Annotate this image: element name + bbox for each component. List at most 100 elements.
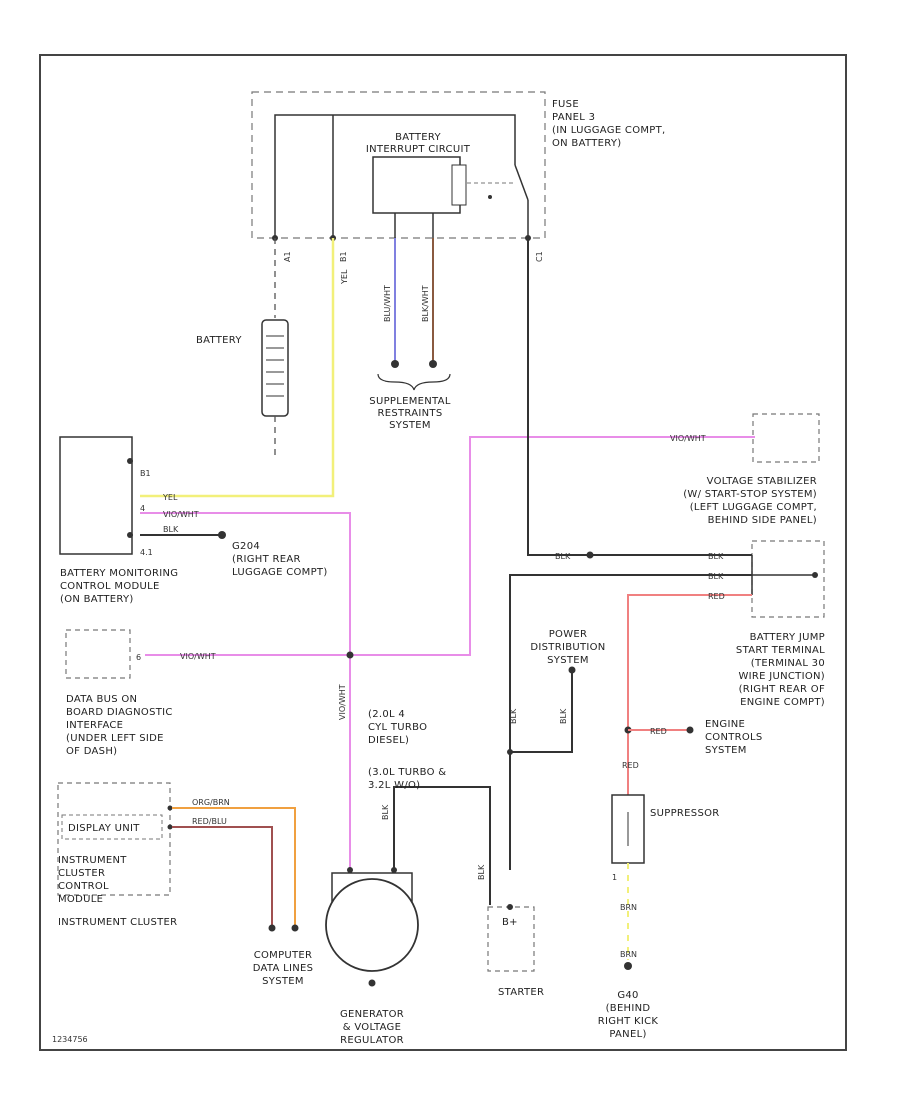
bmcm-pin — [127, 458, 133, 464]
js-label-line1: BATTERY JUMP — [750, 632, 825, 643]
voltage-stabilizer — [752, 413, 820, 463]
cdl-connector — [291, 924, 299, 932]
ground-g204 — [218, 531, 226, 539]
splice-vio-wht — [346, 651, 354, 659]
vs-label-line3: (LEFT LUGGAGE COMPT, — [690, 502, 817, 513]
vs-label-line4: BEHIND SIDE PANEL) — [708, 515, 817, 526]
wire-label-blk-wht: BLK/WHT — [421, 285, 430, 322]
generator-ground — [368, 979, 376, 987]
instrument-cluster-box — [57, 782, 171, 896]
wire-label-vio-wht-gen: VIO/WHT — [338, 684, 347, 720]
wire-label-brn-2: BRN — [620, 950, 637, 959]
suppressor-pin-label: 1 — [612, 873, 617, 882]
ground-g40 — [624, 962, 632, 970]
wire-vio-wht-bmcm — [140, 512, 351, 870]
data-link-connector — [65, 629, 131, 679]
vs-label-line1: VOLTAGE STABILIZER — [707, 476, 817, 487]
g204-label-line1: G204 — [232, 541, 260, 552]
wire-label-red-3: RED — [622, 761, 639, 770]
wire-label-vio-wht-dlc: VIO/WHT — [180, 652, 216, 661]
cdl-label-line1: COMPUTER — [254, 950, 313, 961]
suppressor-label: SUPPRESSOR — [650, 808, 720, 819]
fuse-switch — [514, 164, 529, 201]
generator-label-line2: & VOLTAGE — [343, 1022, 401, 1033]
fuse-panel-label-line4: ON BATTERY) — [552, 138, 621, 149]
wire-label-yel-vert: YEL — [340, 269, 349, 285]
battery-cells — [266, 335, 284, 397]
g40-label-line4: PANEL) — [609, 1029, 646, 1040]
pin-label-c1: C1 — [535, 251, 544, 262]
switch-dot — [488, 195, 492, 199]
cdl-connector — [268, 924, 276, 932]
display-unit-label: DISPLAY UNIT — [68, 823, 140, 834]
wire-red — [627, 594, 752, 795]
note1-line2: CYL TURBO — [368, 722, 427, 733]
wire-label-red-2: RED — [650, 727, 667, 736]
starter-label: STARTER — [498, 987, 544, 998]
note2-line1: (3.0L TURBO & — [368, 767, 446, 778]
instrument-cluster-label: INSTRUMENT CLUSTER — [58, 917, 177, 928]
battery-monitoring-module — [59, 436, 133, 555]
power-dist-label-line3: SYSTEM — [547, 655, 589, 666]
srs-connector — [429, 360, 437, 368]
engine-controls-connector — [686, 726, 694, 734]
vs-label-line2: (W/ START-STOP SYSTEM) — [683, 489, 817, 500]
generator-label-line1: GENERATOR — [340, 1009, 404, 1020]
display-unit-box — [61, 814, 163, 840]
bmcm-pin-label-top: B1 — [140, 469, 151, 478]
dlc-label-line5: OF DASH) — [66, 746, 117, 757]
wire-yel — [140, 238, 335, 498]
wire-label-blk-1: BLK — [555, 552, 571, 561]
battery-label: BATTERY — [196, 335, 242, 346]
wire-label-brn-1: BRN — [620, 903, 637, 912]
srs-brace — [377, 373, 451, 391]
jump-start-terminal-box — [751, 540, 825, 618]
battery-interrupt-fuse — [451, 164, 467, 206]
wire-label-vio-wht-stab: VIO/WHT — [670, 434, 706, 443]
js-label-line5: (RIGHT REAR OF — [739, 684, 825, 695]
fuse-panel-label: FUSE PANEL 3 (IN LUGGAGE COMPT, ON BATTE… — [552, 99, 665, 149]
srs-label-line3: SYSTEM — [389, 420, 431, 431]
wire-blk-generator — [393, 786, 491, 905]
icc-label-line2: CLUSTER — [58, 868, 105, 879]
fuse-panel-label-line2: PANEL 3 — [552, 112, 595, 123]
wire-label-blk-3: BLK — [708, 572, 724, 581]
wire-label-blu-wht: BLU/WHT — [383, 285, 392, 322]
wire-label-red-blu: RED/BLU — [192, 817, 227, 826]
bic-label-line2: INTERRUPT CIRCUIT — [366, 144, 471, 155]
bmcm-label-line1: BATTERY MONITORING — [60, 568, 178, 579]
figure-id: 1234756 — [52, 1035, 88, 1044]
engine-controls-label-line2: CONTROLS — [705, 732, 763, 743]
js-label-line4: WIRE JUNCTION) — [738, 671, 825, 682]
dlc-label-line2: BOARD DIAGNOSTIC — [66, 707, 173, 718]
starter-b-terminal — [507, 904, 513, 910]
jump-terminal-dot — [812, 572, 818, 578]
battery-interrupt-circuit — [372, 156, 461, 214]
bmcm-label-line2: CONTROL MODULE — [60, 581, 160, 592]
splice-blk — [586, 551, 594, 559]
cdl-label-line3: SYSTEM — [262, 976, 304, 987]
wire-label-red-1: RED — [708, 592, 725, 601]
note1-line1: (2.0L 4 — [368, 709, 405, 720]
wire-label-blk-2: BLK — [708, 552, 724, 561]
g40-label-line3: RIGHT KICK — [598, 1016, 659, 1027]
icc-pin — [167, 824, 173, 830]
wire-label-blk-gen2: BLK — [477, 864, 486, 880]
engine-controls-label-line1: ENGINE — [705, 719, 745, 730]
wire-vio-wht-bus — [145, 436, 755, 656]
note2-line2: 3.2L W/O) — [368, 780, 420, 791]
generator-symbol — [325, 878, 419, 972]
wire-label-yel: YEL — [162, 493, 178, 502]
wire-label-vio-wht: VIO/WHT — [163, 510, 199, 519]
wire-label-blk-gen: BLK — [381, 804, 390, 820]
wire-label-blk-st: BLK — [509, 708, 518, 724]
wire-label-org-brn: ORG/BRN — [192, 798, 230, 807]
dlc-label-line1: DATA BUS ON — [66, 694, 137, 705]
bic-label-line1: BATTERY — [395, 132, 441, 143]
g40-label-line1: G40 — [617, 990, 638, 1001]
fuse-panel-box — [251, 91, 546, 239]
cdl-label-line2: DATA LINES — [253, 963, 314, 974]
js-label-line6: ENGINE COMPT) — [740, 697, 825, 708]
splice-power-dist — [507, 749, 513, 755]
